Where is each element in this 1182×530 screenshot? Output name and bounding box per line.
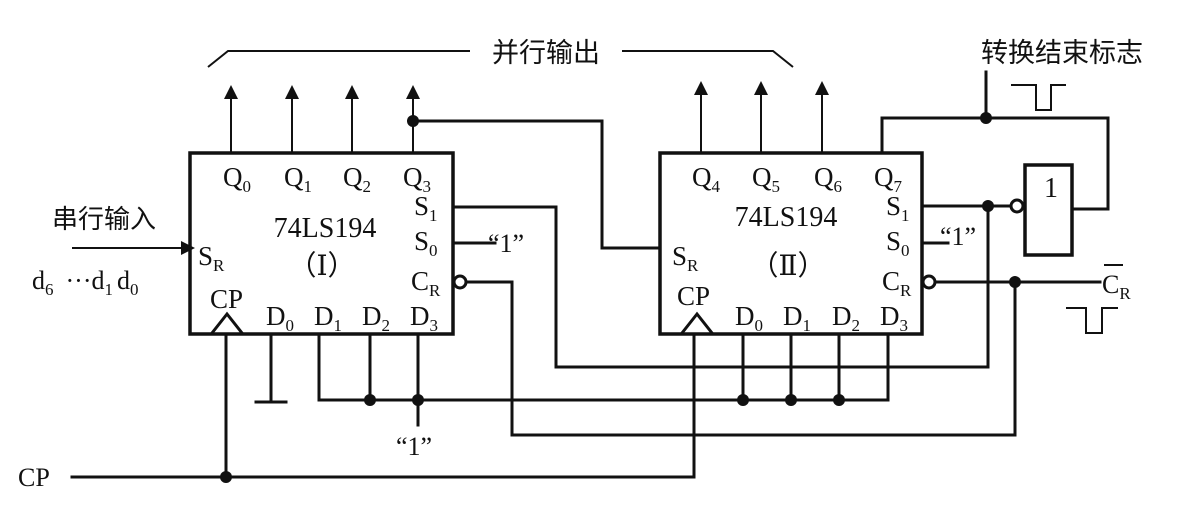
chip-1: Q0 Q1 Q2 Q3 74LS194 （Ⅰ） S1 S0 CR SR CP D… <box>188 85 468 336</box>
pin-sr: SR <box>672 241 699 275</box>
pin-cr: CR <box>411 266 441 300</box>
svg-text:CR: CR <box>1102 270 1131 303</box>
chip-2-name: 74LS194 <box>735 202 838 233</box>
pin-cr: CR <box>882 266 912 300</box>
junction-dot <box>220 471 232 483</box>
pin-q1: Q1 <box>284 162 312 196</box>
cp-input-label: CP <box>18 463 50 492</box>
junction-dot <box>785 394 797 406</box>
pin-d1: D1 <box>314 301 342 335</box>
wire-cr-bus <box>464 280 1017 437</box>
clock-edge-triangle <box>679 311 715 336</box>
chip-2-index: （Ⅱ） <box>750 250 825 282</box>
junction-dot <box>412 394 424 406</box>
cr-inversion-bubble <box>452 274 468 290</box>
clear-pulse-icon <box>1066 307 1118 334</box>
not-gate-symbol: 1 <box>1044 173 1058 204</box>
chip-2-body <box>658 151 924 336</box>
pin-s1: S1 <box>414 191 438 225</box>
pin-q6: Q6 <box>814 162 842 196</box>
pin-d3: D3 <box>410 301 438 335</box>
clock-edge-triangle <box>209 311 245 336</box>
junction-dot <box>982 200 994 212</box>
logic-one-label: “1” <box>940 222 976 251</box>
pin-cp: CP <box>210 284 243 314</box>
pin-q2: Q2 <box>343 162 371 196</box>
serial-input-label: 串行输入 <box>52 205 156 235</box>
wire-cp-bus <box>70 332 696 479</box>
junction-dot <box>980 112 992 124</box>
pin-d2: D2 <box>832 301 860 335</box>
pin-q0: Q0 <box>223 162 251 196</box>
pin-s0: S0 <box>414 226 438 260</box>
parallel-output-brace <box>207 50 794 68</box>
pin-d3: D3 <box>880 301 908 335</box>
pin-s0: S0 <box>886 226 910 260</box>
pin-q5: Q5 <box>752 162 780 196</box>
flag-pulse-icon <box>1011 84 1066 111</box>
junction-dot <box>833 394 845 406</box>
wires <box>70 70 1110 483</box>
pin-sr: SR <box>198 241 225 275</box>
pin-cp: CP <box>677 281 710 311</box>
junction-dot <box>364 394 376 406</box>
not-gate-input-bubble <box>1009 198 1025 214</box>
junction-dot <box>1009 276 1021 288</box>
pin-q4: Q4 <box>692 162 721 196</box>
junction-dot <box>407 115 419 127</box>
pin-d0: D0 <box>735 301 763 335</box>
logic-one-label: “1” <box>396 432 432 461</box>
chip-1-index: （Ⅰ） <box>288 250 355 282</box>
conversion-end-flag-label: 转换结束标志 <box>981 38 1143 69</box>
clear-input-label: CR <box>1102 264 1131 303</box>
pin-d2: D2 <box>362 301 390 335</box>
chip-1-name: 74LS194 <box>274 213 377 244</box>
pin-q7: Q7 <box>874 162 903 196</box>
not-gate-body <box>1023 163 1074 257</box>
pin-q3: Q3 <box>403 162 431 196</box>
junction-dot <box>737 394 749 406</box>
pin-d1: D1 <box>783 301 811 335</box>
pin-s1: S1 <box>886 191 910 225</box>
not-gate: 1 <box>1009 163 1074 257</box>
wire-q3-to-sr2 <box>411 119 662 250</box>
parallel-output-label: 并行输出 <box>492 38 600 69</box>
wire-q7-flag-loop <box>880 116 1110 211</box>
wire-d-bus <box>317 332 890 402</box>
pin-d0: D0 <box>266 301 294 335</box>
cr-inversion-bubble <box>921 274 937 290</box>
chip-2: Q4 Q5 Q6 Q7 74LS194 （Ⅱ） S1 S0 CR SR CP D… <box>658 81 937 336</box>
wire-s1-bus <box>451 204 990 369</box>
logic-one-label: “1” <box>488 229 524 258</box>
